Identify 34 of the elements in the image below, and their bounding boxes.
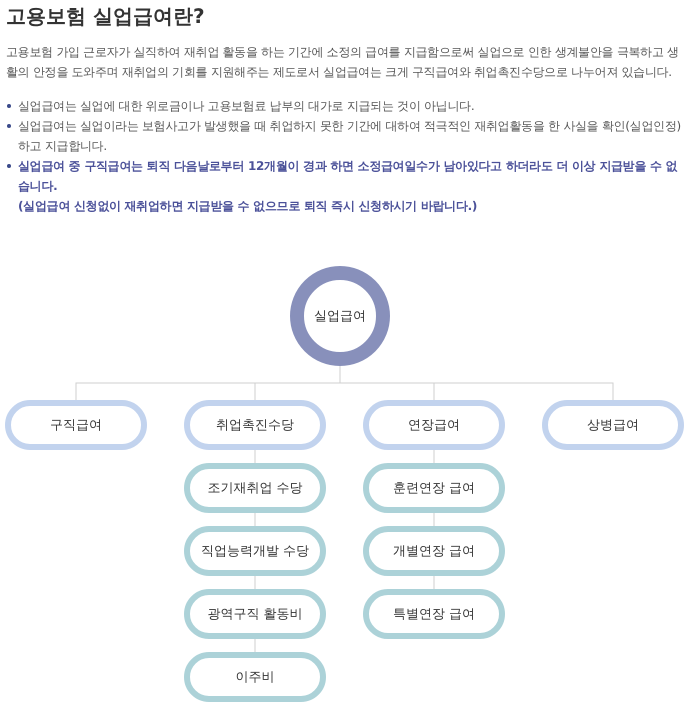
category-pill — [5, 400, 147, 450]
category-pill — [184, 463, 326, 513]
node-label: 직업능력개발 수당 — [200, 543, 310, 560]
node-label: 연장급여 — [408, 417, 460, 434]
node-label: 취업촉진수당 — [216, 417, 294, 434]
category-pill — [363, 463, 505, 513]
category-pill — [363, 589, 505, 639]
node-label: 구직급여 — [50, 417, 102, 434]
node-label: 이주비 — [236, 669, 274, 686]
intro-paragraph: 고용보험 가입 근로자가 실직하여 재취업 활동을 하는 기간에 소정의 급여를 지급함으로써 실업으로 인한 생계불안을 극복하고 생활의 안정을 도와주며 재취업의 기회를 지원해주는 제도로서 실업급여는 크게 구직급여와 취업촉진수당으로 나누어져 있습니다. — [6, 44, 680, 81]
connector-line — [254, 512, 256, 526]
node-label: 특별연장 급여 — [392, 606, 476, 623]
category-pill — [184, 589, 326, 639]
page-title: 고용보험 실업급여란? — [6, 3, 205, 30]
node-label: 조기재취업 수당 — [207, 480, 303, 497]
bullet-item: 실업급여는 실업이라는 보험사고가 발생했을 때 취업하지 못한 기간에 대하여 적극적인 재취업활동을 한 사실을 확인(실업인정)하고 지급합니다. — [6, 116, 686, 156]
category-pill — [363, 400, 505, 450]
connector-line — [340, 366, 614, 400]
node-label: 훈련연장 급여 — [392, 480, 476, 497]
bullet-item: 실업급여 중 구직급여는 퇴직 다음날로부터 12개월이 경과 하면 소정급여일수가 남아있다고 하더라도 더 이상 지급받을 수 없습니다. — [6, 156, 686, 196]
connector-line — [254, 450, 256, 464]
category-pill — [184, 400, 326, 450]
category-pill — [184, 652, 326, 702]
bullet-item: 실업급여는 실업에 대한 위로금이나 고용보험료 납부의 대가로 지급되는 것이 아닙니다. — [6, 96, 686, 116]
connector-line — [254, 638, 256, 652]
category-pill — [363, 526, 505, 576]
node-label: 광역구직 활동비 — [207, 606, 303, 623]
category-pill — [542, 400, 684, 450]
category-pill — [184, 526, 326, 576]
connector-line — [254, 576, 256, 590]
node-label: 상병급여 — [587, 417, 639, 434]
node-label: 실업급여 — [314, 308, 366, 325]
note-text: (실업급여 신청없이 재취업하면 지급받을 수 없으므로 퇴직 즉시 신청하시기 바랍니다.) — [17, 198, 478, 215]
node-label: 개별연장 급여 — [392, 543, 476, 560]
